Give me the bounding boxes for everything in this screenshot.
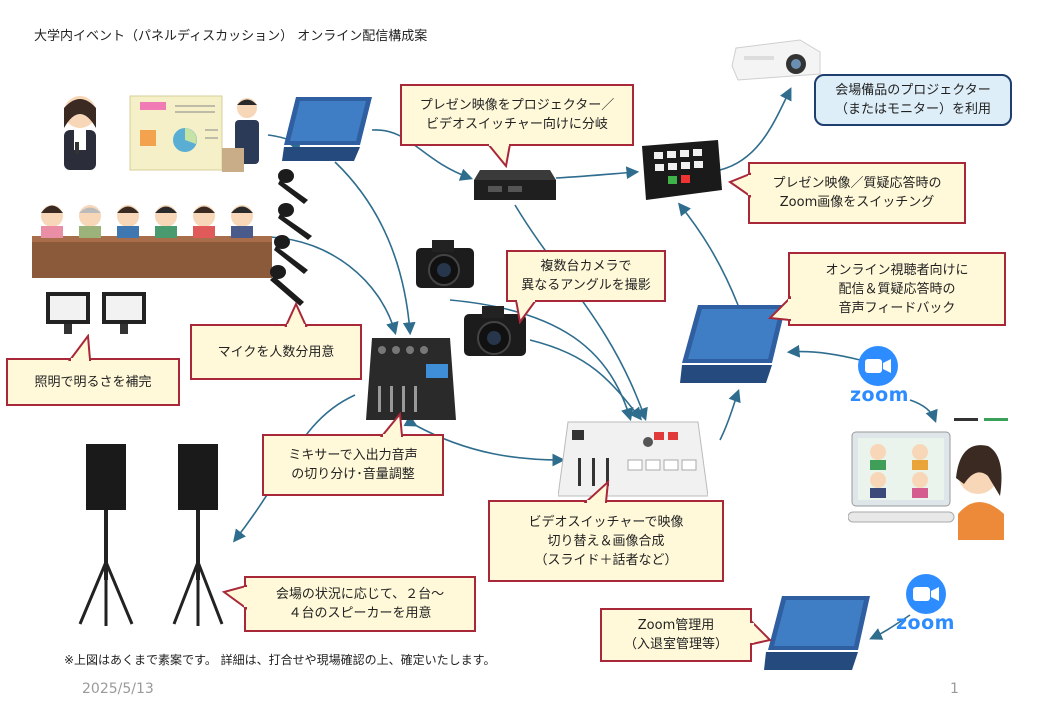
splitter-to-controller [555,166,640,180]
hdmi-splitter [474,160,556,202]
callout-tail-mics [284,302,308,328]
zoom-logo-icon-2 [906,574,946,614]
callout-tail-online [768,296,792,322]
switcher-laptop [719,389,741,441]
page-title: 大学内イベント（パネルディスカッション） オンライン配信構成案 [34,29,428,44]
speaker-1 [76,442,146,628]
callout-video-switcher: ビデオスイッチャーで映像 切り替え＆画像合成 （スライド＋話者など） [488,500,724,582]
controller-to-projector [719,87,792,171]
camera-2 [462,302,532,366]
microphones [268,168,328,306]
stream-deck-controller [638,140,722,204]
zoom-to-viewer [909,399,938,423]
callout-switching: プレゼン映像／質疑応答時の Zoom画像をスイッチング [748,162,966,224]
callout-tail-admin [750,620,772,646]
audience-to-mixer [269,236,399,336]
callout-splitter: プレゼン映像をプロジェクター／ ビデオスイッチャー向けに分岐 [400,84,634,146]
callout-tail-lighting [68,334,92,362]
page-number: 1 [950,681,959,697]
zoom-admin-laptop [764,594,874,672]
camera2-to-switcher [529,339,642,421]
callout-speakers: 会場の状況に応じて、２台～ ４台のスピーカーを用意 [244,576,476,632]
video-switcher [557,420,709,498]
callout-microphones: マイクを人数分用意 [190,324,362,380]
zoom-logo-text: zoom [850,384,909,406]
callout-projector-use: 会場備品のプロジェクター （またはモニター）を利用 [814,74,1012,126]
presenter-illustration [40,90,270,180]
callout-tail-splitter [486,144,512,168]
laptop-to-splitter [371,129,474,181]
remote-viewer-illustration [847,418,1008,542]
projector [730,36,822,84]
laptop-to-controller [678,202,739,306]
zoom-logo-text-2: zoom [896,612,955,634]
zoom-to-laptop [786,344,861,361]
callout-tail-switcher [584,480,610,504]
callout-online-feedback: オンライン視聴者向けに 配信＆質疑応答時の 音声フィードバック [788,252,1006,326]
zoom-logo-icon [858,346,898,386]
callout-cameras: 複数台カメラで 異なるアングルを撮影 [506,250,666,302]
callout-tail-speakers [222,584,248,610]
camera-1 [414,236,478,296]
zoom2-to-admin-laptop [869,614,911,640]
callout-zoom-admin: Zoom管理用 （入退室管理等） [600,608,752,662]
presentation-laptop [282,95,376,163]
callout-lighting: 照明で明るさを補完 [6,358,180,406]
footnote: ※上図はあくまで素案です。 詳細は、打合せや現場確認の上、確定いたします。 [64,653,496,667]
splitter-to-switcher [514,204,648,422]
audience-illustration [32,196,272,278]
speaker-2 [172,442,242,628]
callout-tail-switching [728,172,752,198]
callout-tail-mixer [380,412,404,438]
slide-date: 2025/5/13 [82,681,154,697]
laptop-to-mixer [334,161,416,336]
led-light-panels [42,290,152,336]
audio-mixer [366,336,456,422]
callout-tail-cameras [514,300,538,324]
streaming-laptop [680,303,790,385]
callout-mixer: ミキサーで入出力音声 の切り分け･音量調整 [262,434,444,496]
